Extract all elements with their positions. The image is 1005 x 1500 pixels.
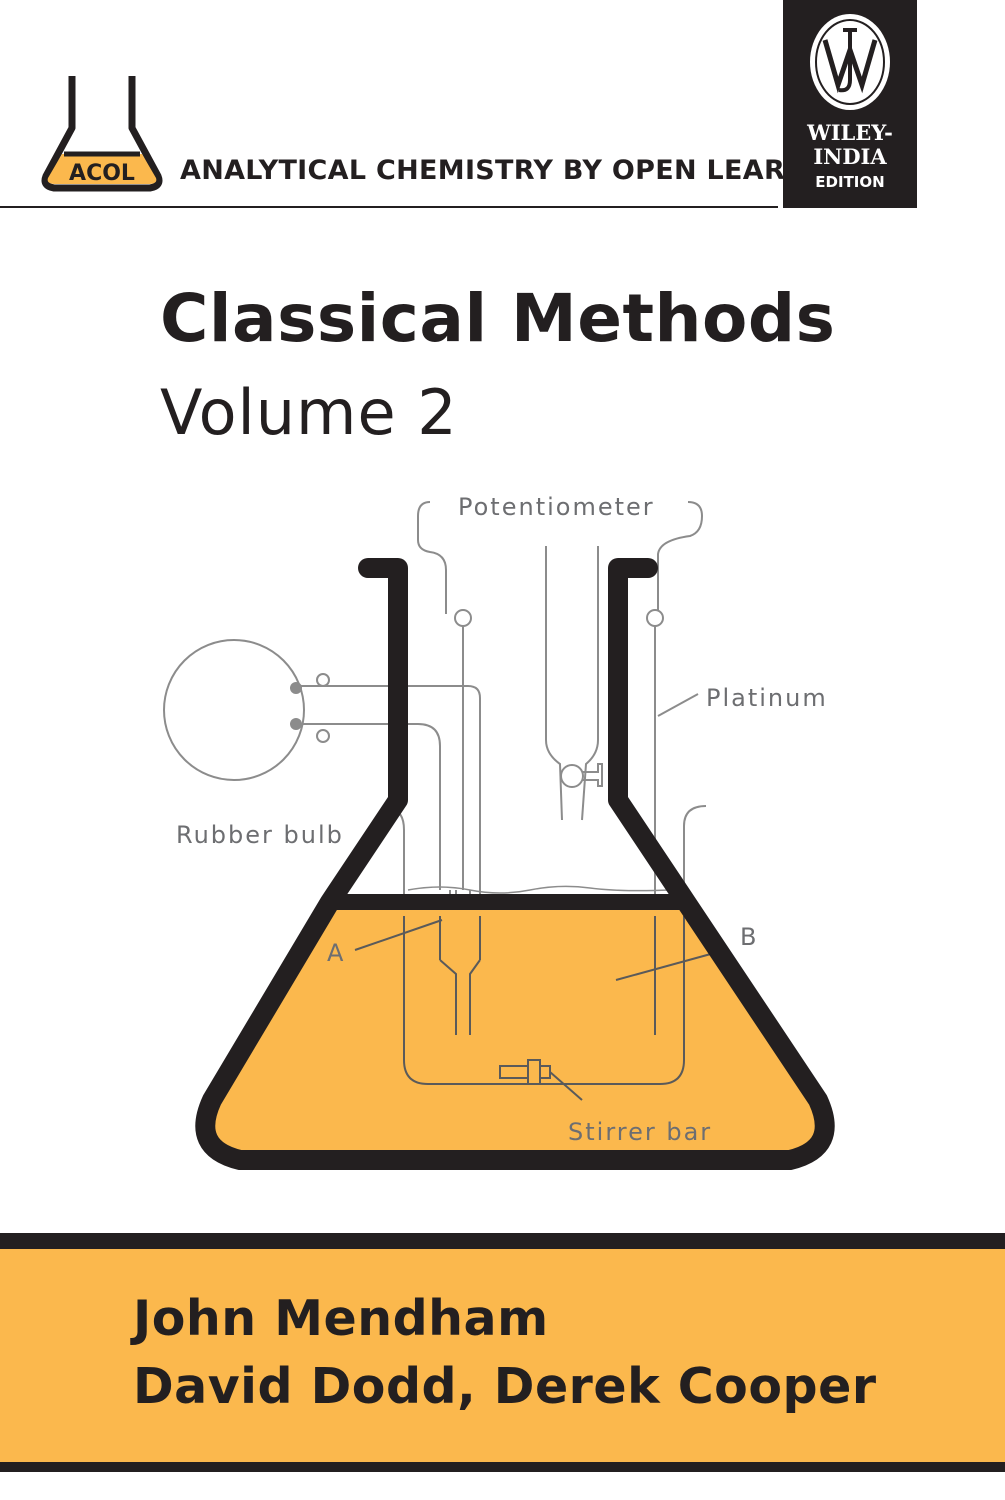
flask-logo-icon: ACOL [41,76,163,192]
label-potentiometer: Potentiometer [458,493,655,521]
publisher-line3: EDITION [815,173,885,191]
header-divider [0,206,778,208]
label-a: A [327,939,346,967]
acol-logo: ACOL [40,68,164,194]
label-platinum: Platinum [706,684,828,712]
author-band [0,1249,1005,1462]
author-band-top-rule [0,1233,1005,1249]
publisher-logo-box: WILEY- INDIA EDITION [783,0,917,208]
author-line-1: John Mendham [133,1290,549,1347]
publisher-line2: INDIA [813,144,887,169]
logo-lettering: ACOL [69,161,135,186]
author-band-bottom-rule [0,1462,1005,1472]
flask-diagram-icon [163,501,835,1170]
book-title: Classical Methods [160,280,836,357]
titration-flask-illustration: Potentiometer Platinum Rubber bulb A B S… [150,480,870,1180]
label-stirrer-bar: Stirrer bar [568,1118,713,1146]
publisher-line1: WILEY- [807,120,893,145]
label-rubber-bulb: Rubber bulb [176,821,344,849]
label-b: B [740,923,759,951]
wiley-seal-icon [810,14,890,110]
book-volume: Volume 2 [160,376,458,449]
author-line-2: David Dodd, Derek Cooper [133,1358,877,1415]
series-title: ANALYTICAL CHEMISTRY BY OPEN LEARNING [180,155,864,186]
